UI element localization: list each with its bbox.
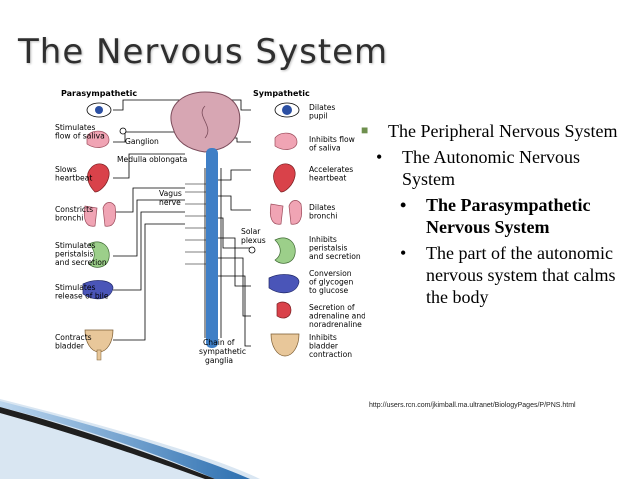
right-label-bronchi-1: Dilates: [309, 203, 335, 212]
bullet-autonomic: • The Autonomic Nervous System: [376, 146, 632, 190]
parasympathetic-header: Parasympathetic: [61, 89, 137, 98]
left-label-bladder-1: Contracts: [55, 333, 92, 342]
sympathetic-header: Sympathetic: [253, 89, 310, 98]
left-label-bronchi-2: bronchi: [55, 214, 83, 223]
left-label-heart-1: Slows: [55, 165, 77, 174]
right-salivary-icon: [274, 132, 298, 150]
left-label-bile-1: Stimulates: [55, 283, 96, 292]
right-label-saliva-1: Inhibits flow: [309, 135, 355, 144]
right-label-peristalsis-1: Inhibits: [309, 235, 337, 244]
right-label-glucose-1: Conversion: [309, 269, 352, 278]
right-lungs-icon: [269, 200, 303, 225]
label-ganglion: Ganglion: [125, 137, 159, 146]
right-label-glucose-2: of glycogen: [309, 278, 353, 287]
source-url: http://users.rcn.com/jkimball.ma.ultrane…: [369, 402, 576, 409]
left-organs: [82, 102, 117, 361]
left-label-saliva-1: Stimulates: [55, 123, 96, 132]
ganglion-node: [119, 127, 127, 135]
right-label-heart-1: Accelerates: [309, 165, 353, 174]
bullet-parasympathetic-text: The Parasympathetic Nervous System: [426, 195, 591, 237]
bullet-list: ■ The Peripheral Nervous System • The Au…: [361, 120, 632, 308]
slide-title: The Nervous System: [18, 32, 389, 72]
label-vagus-2: nerve: [159, 198, 181, 207]
left-lungs-icon: [83, 202, 117, 227]
bullet-parasympathetic: • The Parasympathetic Nervous System: [400, 194, 632, 238]
bullet-square-icon: ■: [361, 123, 369, 137]
right-label-saliva-2: of saliva: [309, 144, 341, 153]
left-liver-icon: [82, 280, 114, 300]
left-label-saliva-2: flow of saliva: [55, 132, 105, 141]
right-liver-icon: [268, 274, 300, 294]
right-label-peristalsis-3: and secretion: [309, 252, 361, 261]
label-medulla: Medulla oblongata: [117, 155, 187, 164]
right-label-adrenaline-2: adrenaline and: [309, 312, 365, 321]
left-label-bronchi-1: Constricts: [55, 205, 93, 214]
solar-plexus-node: [248, 246, 256, 254]
bullet-peripheral: ■ The Peripheral Nervous System: [361, 120, 632, 142]
label-vagus-1: Vagus: [159, 189, 182, 198]
right-label-bronchi-2: bronchi: [309, 212, 337, 221]
right-label-pupil-1: Dilates: [309, 103, 335, 112]
right-label-adrenaline-3: noradrenaline: [309, 320, 362, 329]
right-label-peristalsis-2: peristalsis: [309, 244, 347, 253]
right-label-bladder-3: contraction: [309, 350, 352, 359]
label-chain-2: sympathetic: [199, 347, 246, 356]
right-label-adrenaline-1: Secretion of: [309, 303, 355, 312]
left-label-bile-2: release of bile: [55, 292, 109, 301]
bullet-definition: • The part of the autonomic nervous syst…: [400, 242, 632, 308]
left-label-bladder-2: bladder: [55, 342, 85, 351]
right-label-heart-2: heartbeat: [309, 174, 346, 183]
decorative-swoosh: [0, 399, 260, 479]
spinal-cord: [206, 148, 218, 348]
right-adrenal-icon: [276, 301, 292, 319]
label-solar-1: Solar: [241, 227, 261, 236]
right-label-pupil-2: pupil: [309, 112, 328, 121]
bullet-dot-icon: •: [400, 195, 407, 215]
right-label-glucose-3: to glucose: [309, 286, 349, 295]
left-heart-icon: [87, 163, 110, 193]
right-heart-icon: [273, 163, 296, 193]
left-salivary-icon: [86, 130, 110, 148]
left-label-heart-2: heartbeat: [55, 174, 92, 183]
bullet-autonomic-text: The Autonomic Nervous System: [402, 147, 580, 189]
label-chain-1: Chain of: [203, 338, 235, 347]
left-stomach-icon: [88, 241, 110, 268]
bullet-dot-icon: •: [376, 147, 383, 167]
right-label-bladder-1: Inhibits: [309, 333, 337, 342]
label-solar-2: plexus: [241, 236, 266, 245]
bullet-peripheral-text: The Peripheral Nervous System: [388, 121, 618, 141]
bullet-dot-icon: •: [400, 243, 407, 263]
label-chain-3: ganglia: [205, 356, 233, 365]
right-stomach-icon: [274, 237, 296, 264]
right-label-bladder-2: bladder: [309, 342, 339, 351]
nervous-system-diagram: Parasympathetic Sympathetic: [55, 88, 365, 370]
left-label-peristalsis-1: Stimulates: [55, 241, 96, 250]
bullet-definition-text: The part of the autonomic nervous system…: [426, 243, 616, 307]
left-label-peristalsis-2: peristalsis: [55, 250, 93, 259]
nerve-lines: [113, 99, 251, 347]
left-label-peristalsis-3: and secretion: [55, 258, 107, 267]
right-organs: [268, 102, 303, 357]
right-bladder-icon: [270, 333, 300, 357]
